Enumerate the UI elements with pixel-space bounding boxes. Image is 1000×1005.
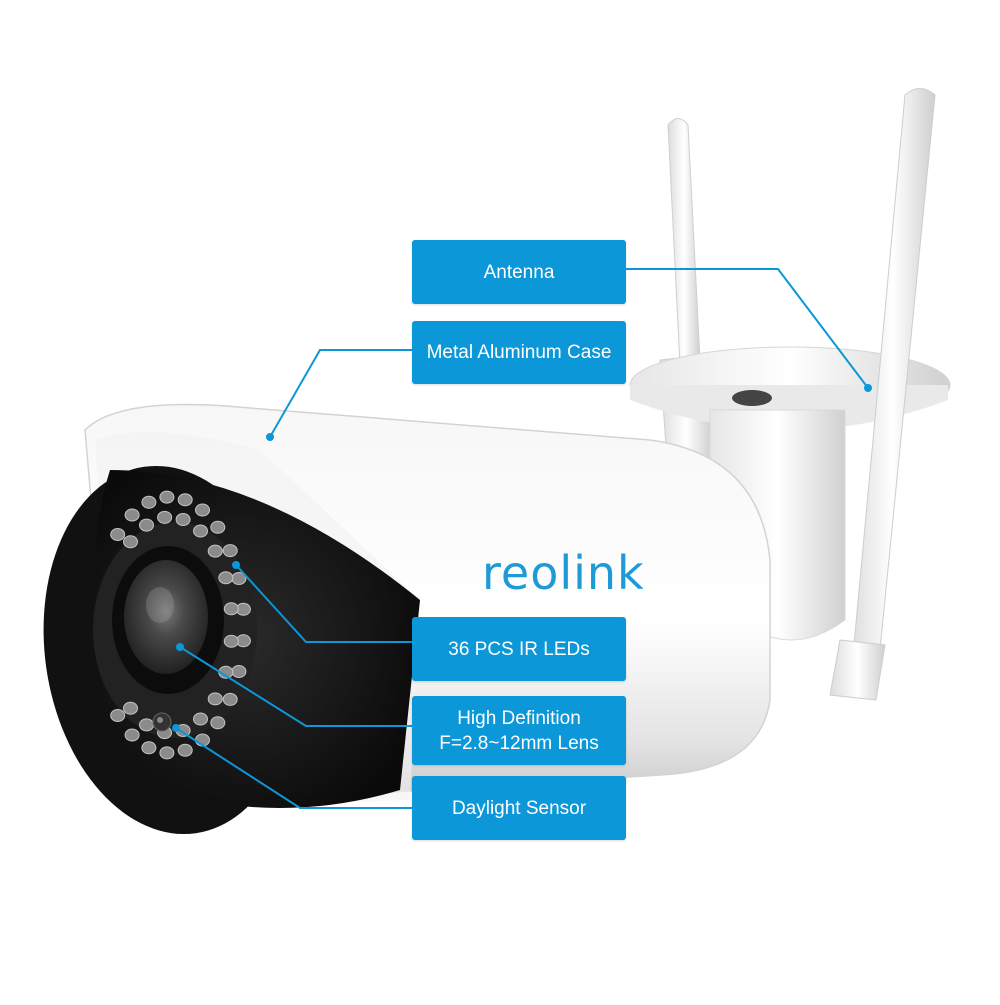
antenna-rear [659,118,713,476]
leader-dot-antenna [864,384,872,392]
leader-line-lens [179,646,412,727]
ir-led [218,571,234,585]
ir-led [175,513,191,526]
ir-led [231,665,247,678]
callout-ir-leds: 36 PCS IR LEDs [412,617,626,681]
ir-led [207,692,223,706]
ir-led [223,602,239,616]
callout-lens: High Definition F=2.8~12mm Lens [412,696,626,765]
ir-led [222,544,238,558]
callout-antenna-label: Antenna [483,261,555,283]
callout-ir-leds-label: 36 PCS IR LEDs [448,638,590,660]
leader-line-antenna [626,268,869,389]
leader-line-case [269,349,412,438]
ir-led [159,490,175,504]
ir-led [159,746,175,760]
callout-daylight-sensor: Daylight Sensor [412,776,626,840]
callout-antenna: Antenna [412,240,626,304]
leader-dot-sensor [172,724,180,732]
ir-led [177,493,193,507]
callout-daylight-sensor-label: Daylight Sensor [451,797,587,819]
ir-led [207,544,223,558]
leader-line-leds [235,564,412,643]
mount-bracket [629,346,951,641]
antenna-front [829,88,936,701]
ir-led [223,634,239,648]
ir-led [193,524,208,538]
callout-metal-case-label: Metal Aluminum Case [426,342,612,363]
ir-led [110,709,126,722]
ir-led [157,510,173,524]
leader-dot-case [266,433,274,441]
ir-led [210,716,226,730]
callout-lens-line2: F=2.8~12mm Lens [439,732,599,754]
leader-dot-leds [232,561,240,569]
lens [112,546,224,694]
ir-led [139,718,154,732]
callout-lens-line1: High Definition [457,707,581,729]
ir-led [222,692,238,706]
ir-led [177,743,193,757]
ir-led [124,508,140,522]
leader-lines [172,268,872,809]
ir-led [141,741,157,755]
callout-metal-case: Metal Aluminum Case [412,321,626,384]
leader-line-sensor [175,727,412,809]
leader-dot-lens [176,643,184,651]
ir-led [110,528,126,541]
ir-led [195,503,210,517]
daylight-sensor [152,712,172,732]
brand-logo: reolink [482,546,645,600]
ir-led [123,701,138,715]
ir-led [124,728,140,742]
ir-led [123,535,138,549]
ir-led-ring [110,490,251,760]
ir-led [193,712,208,726]
ir-led [139,518,154,532]
ir-led [210,520,226,534]
ir-led [141,495,157,509]
